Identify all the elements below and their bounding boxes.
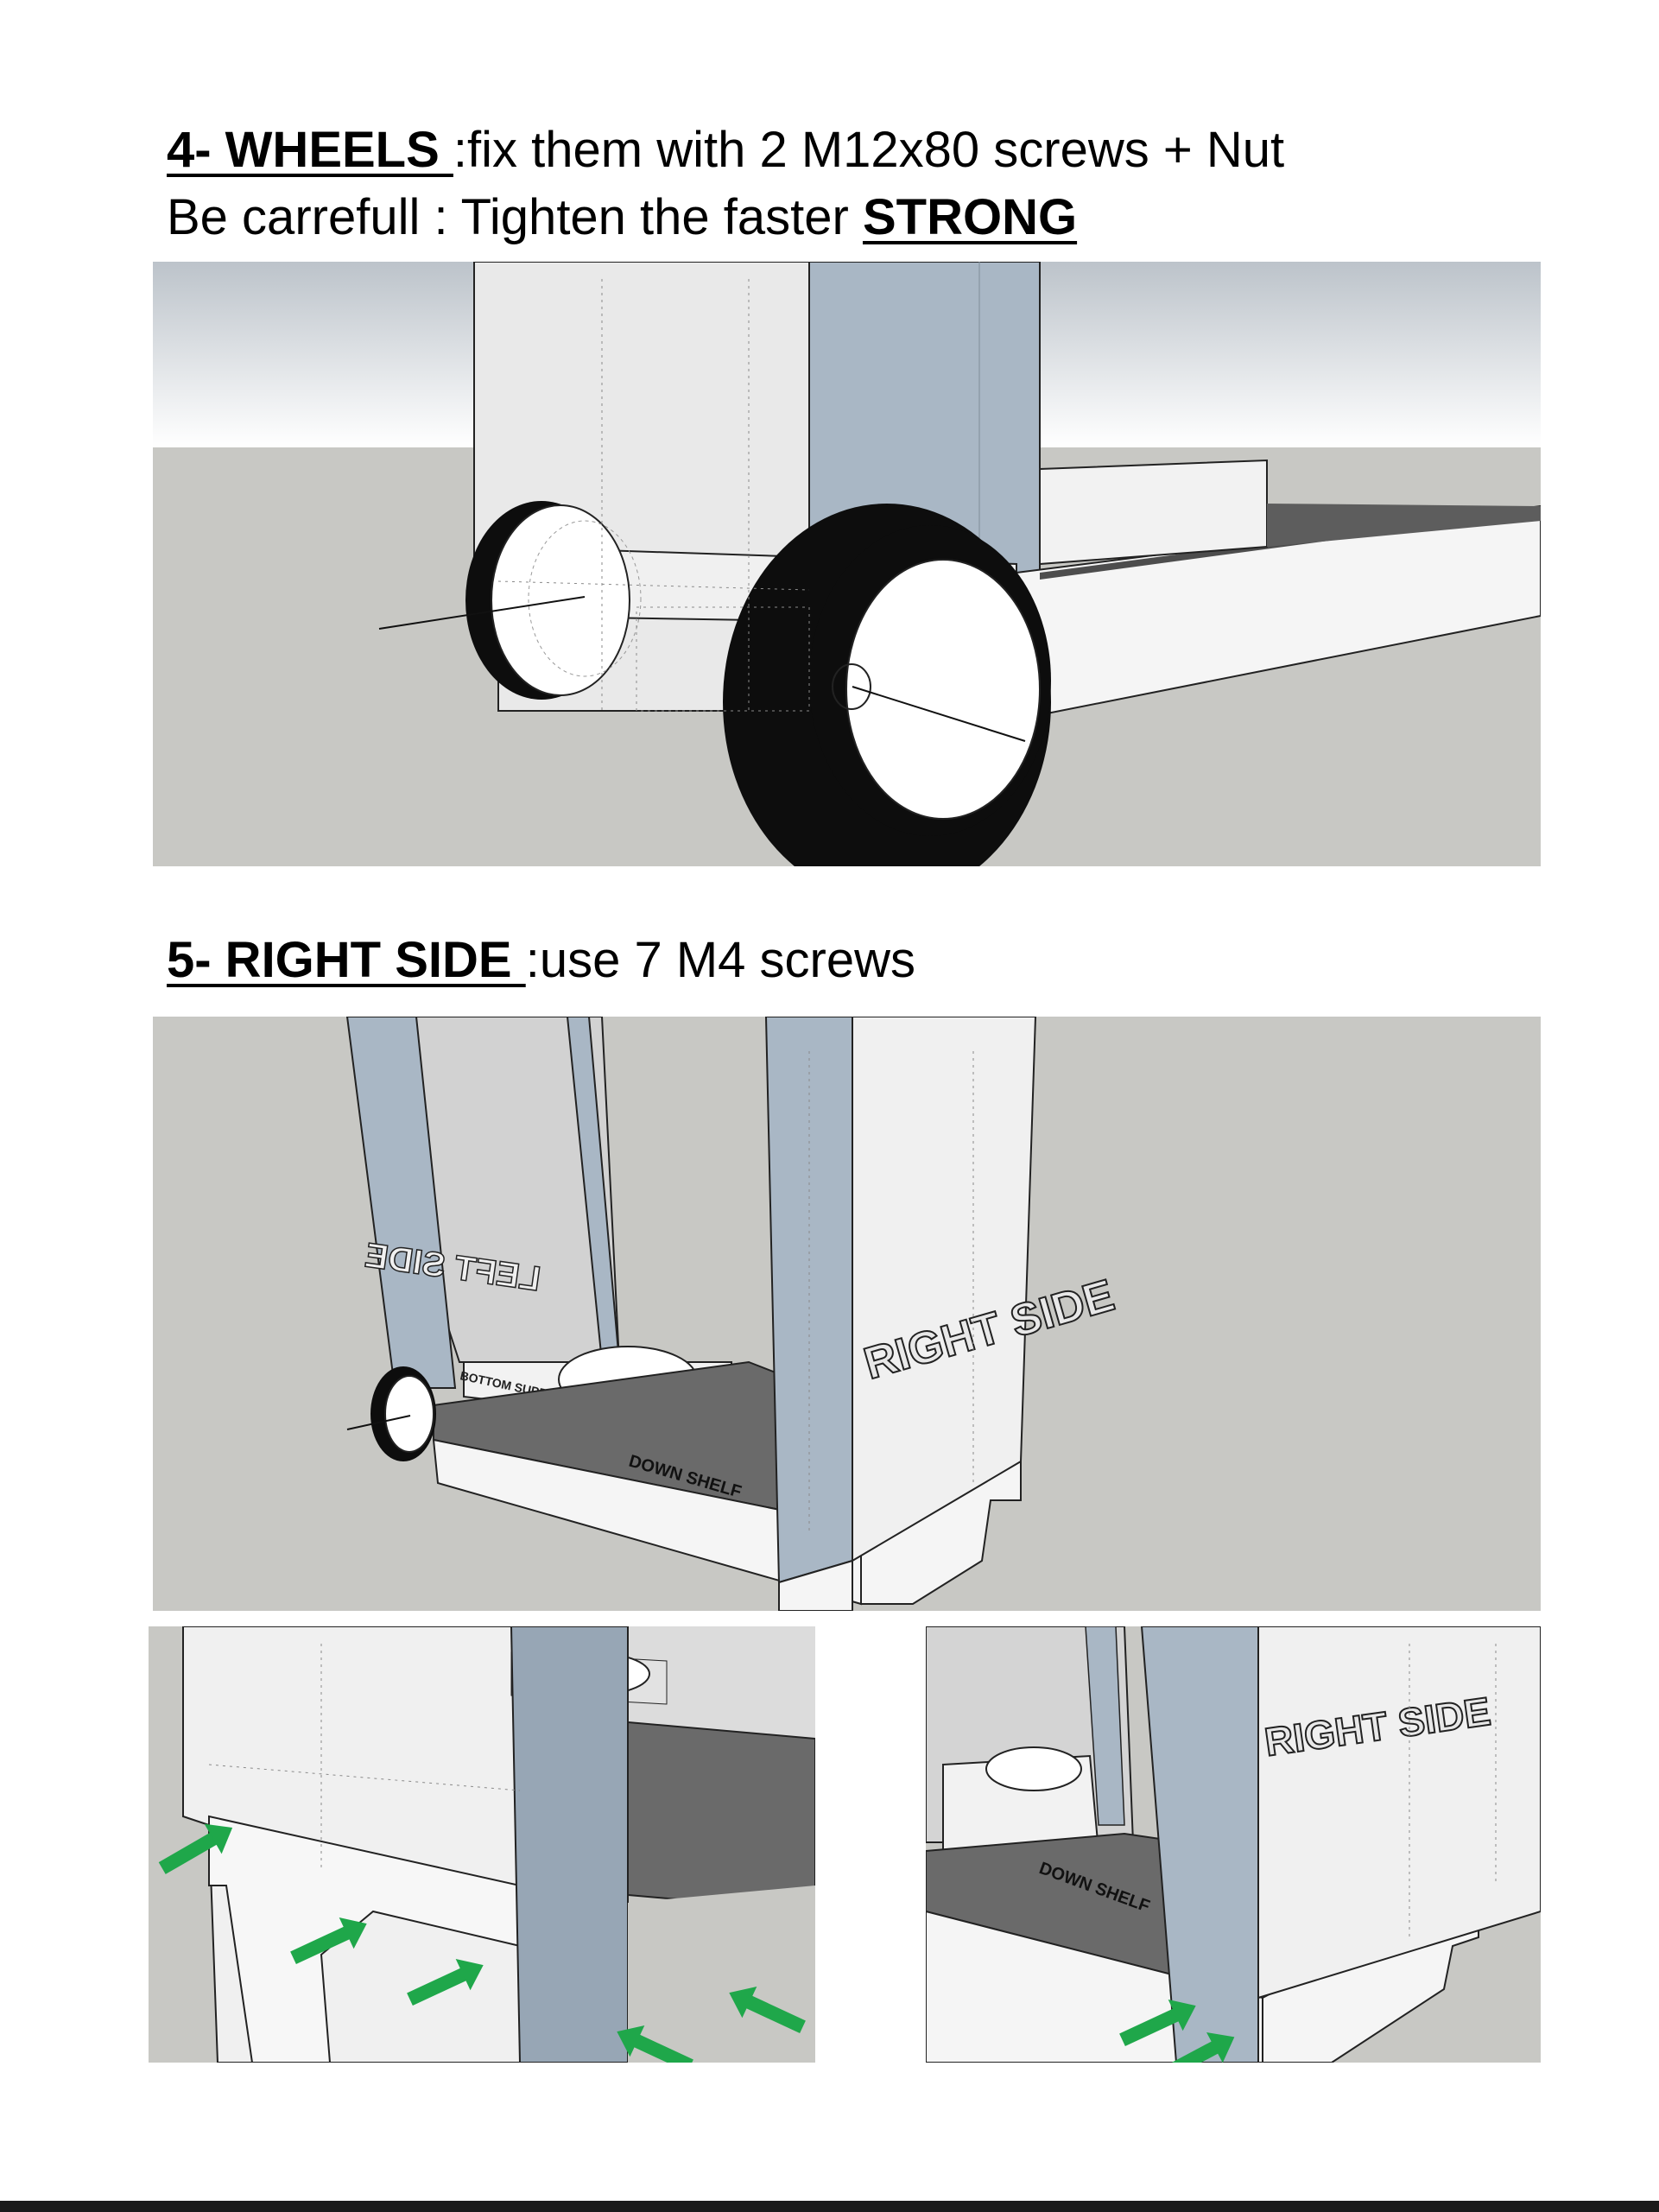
wheels-render (153, 262, 1541, 866)
step5-title: 5- RIGHT SIDE :use 7 M4 screws (167, 929, 915, 992)
right-side-render: LEFT SIDE BOTTOM SUPPORT DOWN SHELF RIGH… (153, 1017, 1541, 1611)
step4-warning-emphasis: STRONG (863, 189, 1077, 245)
right-side-detail-left (149, 1626, 815, 2063)
right-side-detail-right: DOWN SHELF RIGHT SIDE (926, 1626, 1541, 2063)
step5-number: 5- RIGHT SIDE (167, 932, 526, 988)
step4-title: 4- WHEELS :fix them with 2 M12x80 screws… (167, 119, 1284, 181)
step4-warning-prefix: Be carrefull : Tighten the faster (167, 189, 863, 245)
step4-instruction: :fix them with 2 M12x80 screws + Nut (453, 122, 1284, 178)
step5-instruction: :use 7 M4 screws (526, 932, 915, 988)
step4-number: 4- WHEELS (167, 122, 453, 178)
page-bottom-edge (0, 2201, 1659, 2212)
step4-warning: Be carrefull : Tighten the faster STRONG (167, 187, 1077, 249)
